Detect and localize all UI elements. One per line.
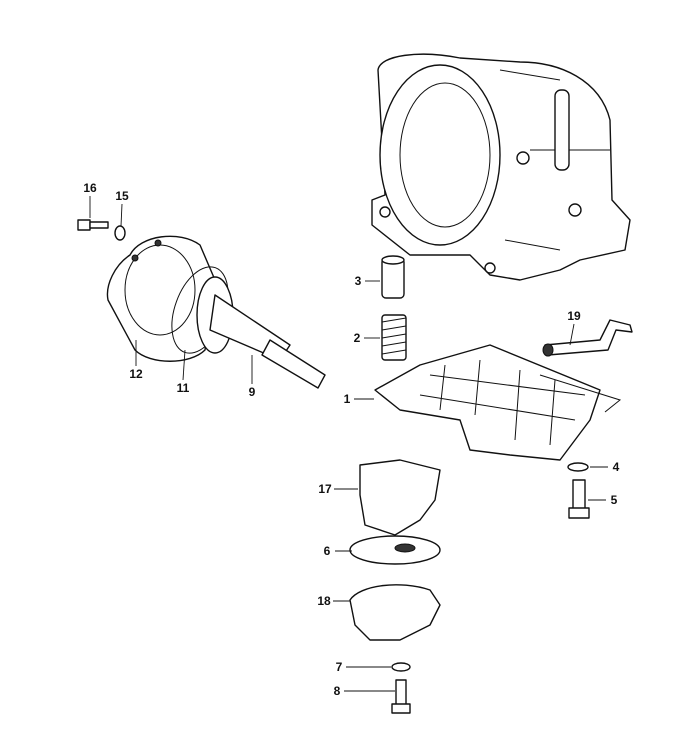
label-1: 1: [343, 392, 351, 406]
bolt-8: [391, 679, 411, 714]
bolt-5: [568, 479, 590, 519]
oil-pan-18: [349, 584, 441, 641]
bolt-16: [77, 219, 109, 231]
label-5: 5: [610, 493, 618, 507]
label-4: 4: [612, 460, 620, 474]
label-8: 8: [333, 684, 341, 698]
spring-2: [381, 314, 407, 361]
label-9: 9: [248, 385, 256, 399]
label-18: 18: [317, 594, 331, 608]
transmission-housing: [371, 53, 631, 281]
leader-lines: [89, 196, 608, 692]
label-12: 12: [129, 367, 143, 381]
label-16: 16: [83, 181, 97, 195]
cover-12: [106, 235, 216, 362]
label-11: 11: [176, 381, 190, 395]
label-2: 2: [353, 331, 361, 345]
valve-body-1: [374, 344, 622, 461]
label-19: 19: [567, 309, 581, 323]
piston-3: [381, 255, 405, 299]
shaft-9: [196, 276, 326, 389]
washer-7: [391, 662, 411, 672]
washer-15: [114, 225, 126, 241]
filter-6: [349, 535, 441, 565]
label-6: 6: [323, 544, 331, 558]
pipe-19: [542, 319, 633, 357]
washer-4: [567, 462, 589, 472]
label-7: 7: [335, 660, 343, 674]
label-3: 3: [354, 274, 362, 288]
label-17: 17: [318, 482, 332, 496]
label-15: 15: [115, 189, 129, 203]
gasket-17: [359, 459, 441, 536]
